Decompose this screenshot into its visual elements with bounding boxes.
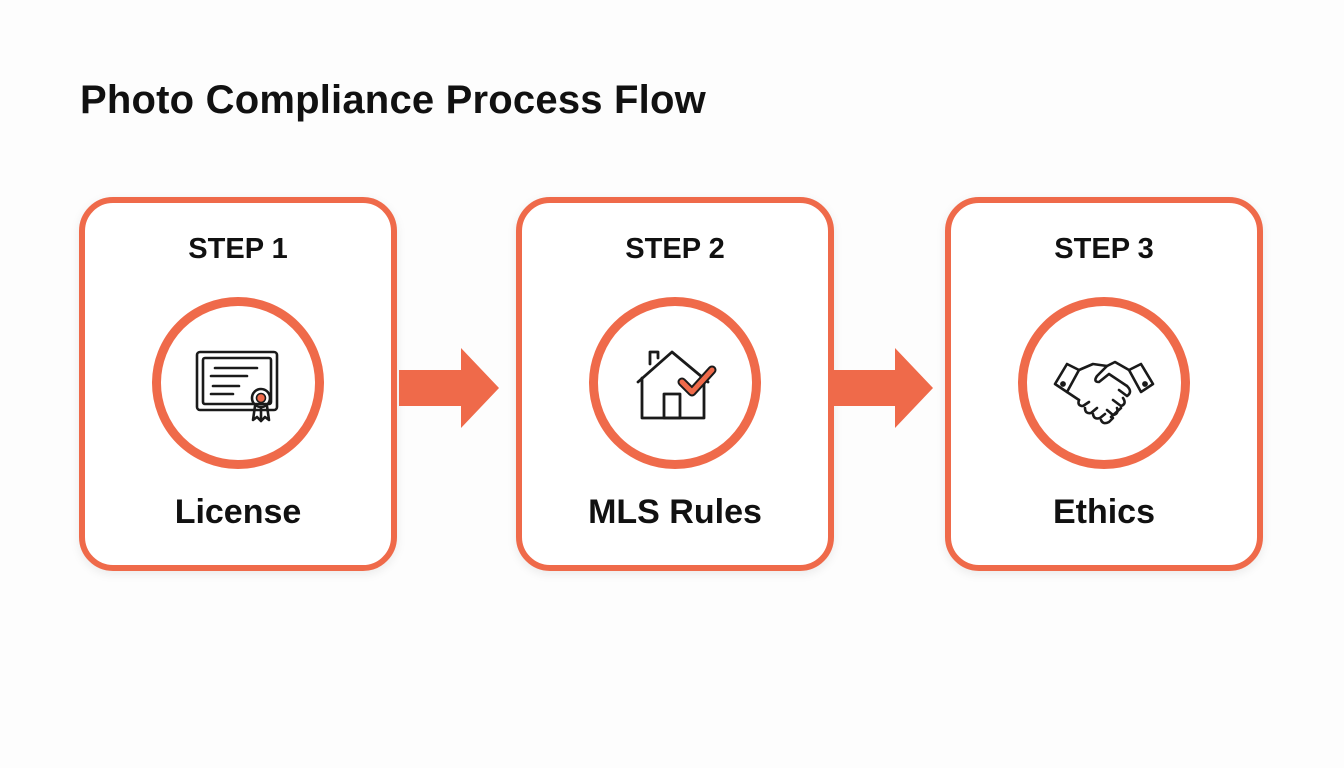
house-check-icon <box>636 350 717 420</box>
step-card-mls-rules: STEP 2 MLS Rules <box>516 197 834 571</box>
step-label: STEP 2 <box>625 233 725 265</box>
handshake-icon <box>1053 360 1155 425</box>
step-name: Ethics <box>1052 493 1156 531</box>
arrow-right-icon <box>833 348 933 428</box>
step-label: STEP 3 <box>1054 233 1154 265</box>
step-name: License <box>174 493 302 531</box>
arrow-right-icon <box>399 348 499 428</box>
icon-circle <box>589 297 761 469</box>
step-card-ethics: STEP 3 <box>945 197 1263 571</box>
certificate-icon <box>195 350 279 423</box>
step-card-license: STEP 1 License <box>79 197 397 571</box>
icon-circle <box>1018 297 1190 469</box>
step-name: MLS Rules <box>588 493 762 531</box>
icon-circle <box>152 297 324 469</box>
page-title: Photo Compliance Process Flow <box>80 78 706 122</box>
step-label: STEP 1 <box>188 233 288 265</box>
